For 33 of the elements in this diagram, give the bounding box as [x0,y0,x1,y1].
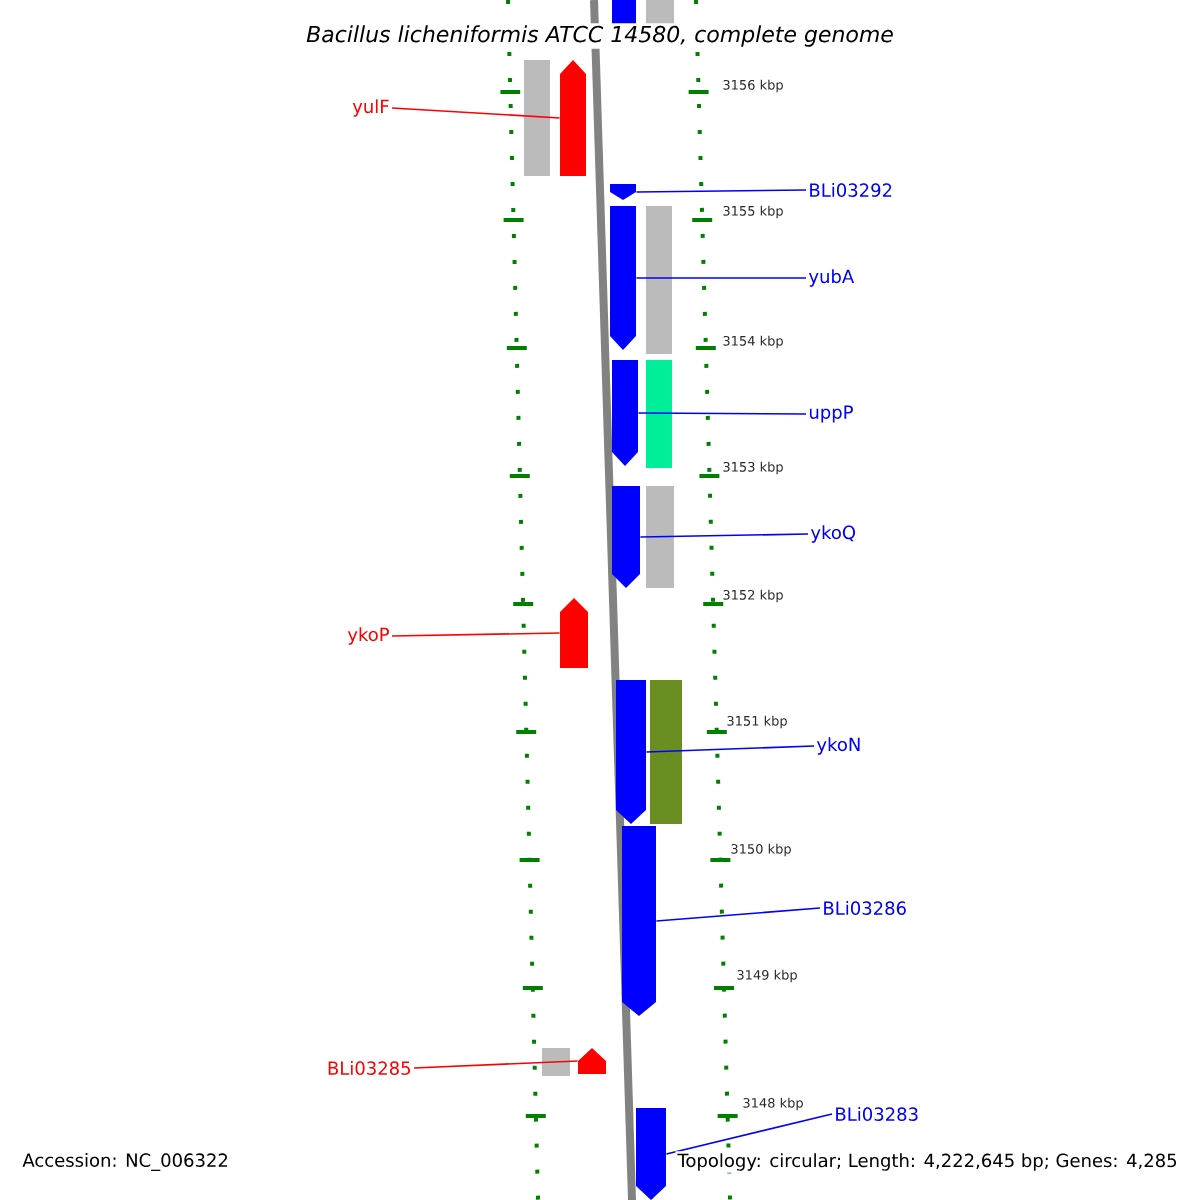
gene-block [622,826,656,1016]
footer-text: Accession: NC_006322 [20,1151,231,1173]
gene-block [560,598,588,668]
gene-block [616,680,646,824]
leader-line [391,107,561,119]
gene-label: ykoQ [810,525,856,543]
gene-label: BLi03283 [836,1107,918,1121]
leader-line [639,533,809,538]
gene-block [610,206,636,350]
gene-label: yulF [352,99,389,117]
leader-line [655,907,821,922]
gene-block [612,486,640,588]
gene-block [636,1108,666,1200]
leader-line [413,1060,579,1069]
leader-line [635,189,807,193]
footer-text: Topology: circular; Length: 4,222,645 bp; Genes: 4,285 [675,1151,1180,1173]
title: Bacillus licheniformis ATCC 14580, complete genome [304,23,896,49]
leader-line [391,632,561,637]
leader-line [645,745,815,753]
gene-block [578,1048,606,1074]
gene-block [560,60,586,176]
gene-label: ykoN [816,737,860,755]
gene-label: ykoP [347,627,389,645]
gene-label: BLi03292 [810,183,892,197]
gene-label: BLi03286 [824,901,906,915]
gene-label: BLi03285 [328,1061,410,1075]
gene-block [610,184,636,200]
leader-line [635,277,807,279]
leader-line [637,412,807,415]
leader-line [665,1113,833,1155]
gene-label: yubA [808,269,855,287]
gene-label: uppP [809,405,853,423]
gene-block [612,360,638,466]
